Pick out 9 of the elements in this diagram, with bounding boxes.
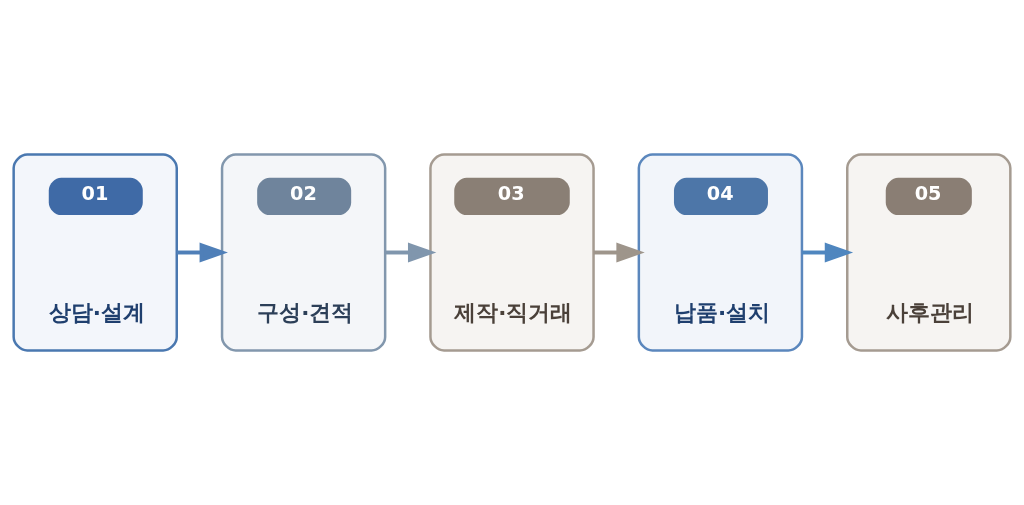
node-box: 03 제작·직거래 bbox=[429, 153, 595, 352]
arrow bbox=[802, 242, 854, 263]
arrow bbox=[385, 242, 437, 263]
node-box: 04 납품·설치 bbox=[637, 153, 804, 352]
node-box: 01 상담·설계 bbox=[12, 153, 178, 352]
arrow bbox=[176, 242, 228, 263]
node-box: 05 사후관리 bbox=[846, 153, 1012, 352]
arrow bbox=[593, 242, 645, 263]
node-box: 02 구성·견적 bbox=[220, 153, 387, 352]
